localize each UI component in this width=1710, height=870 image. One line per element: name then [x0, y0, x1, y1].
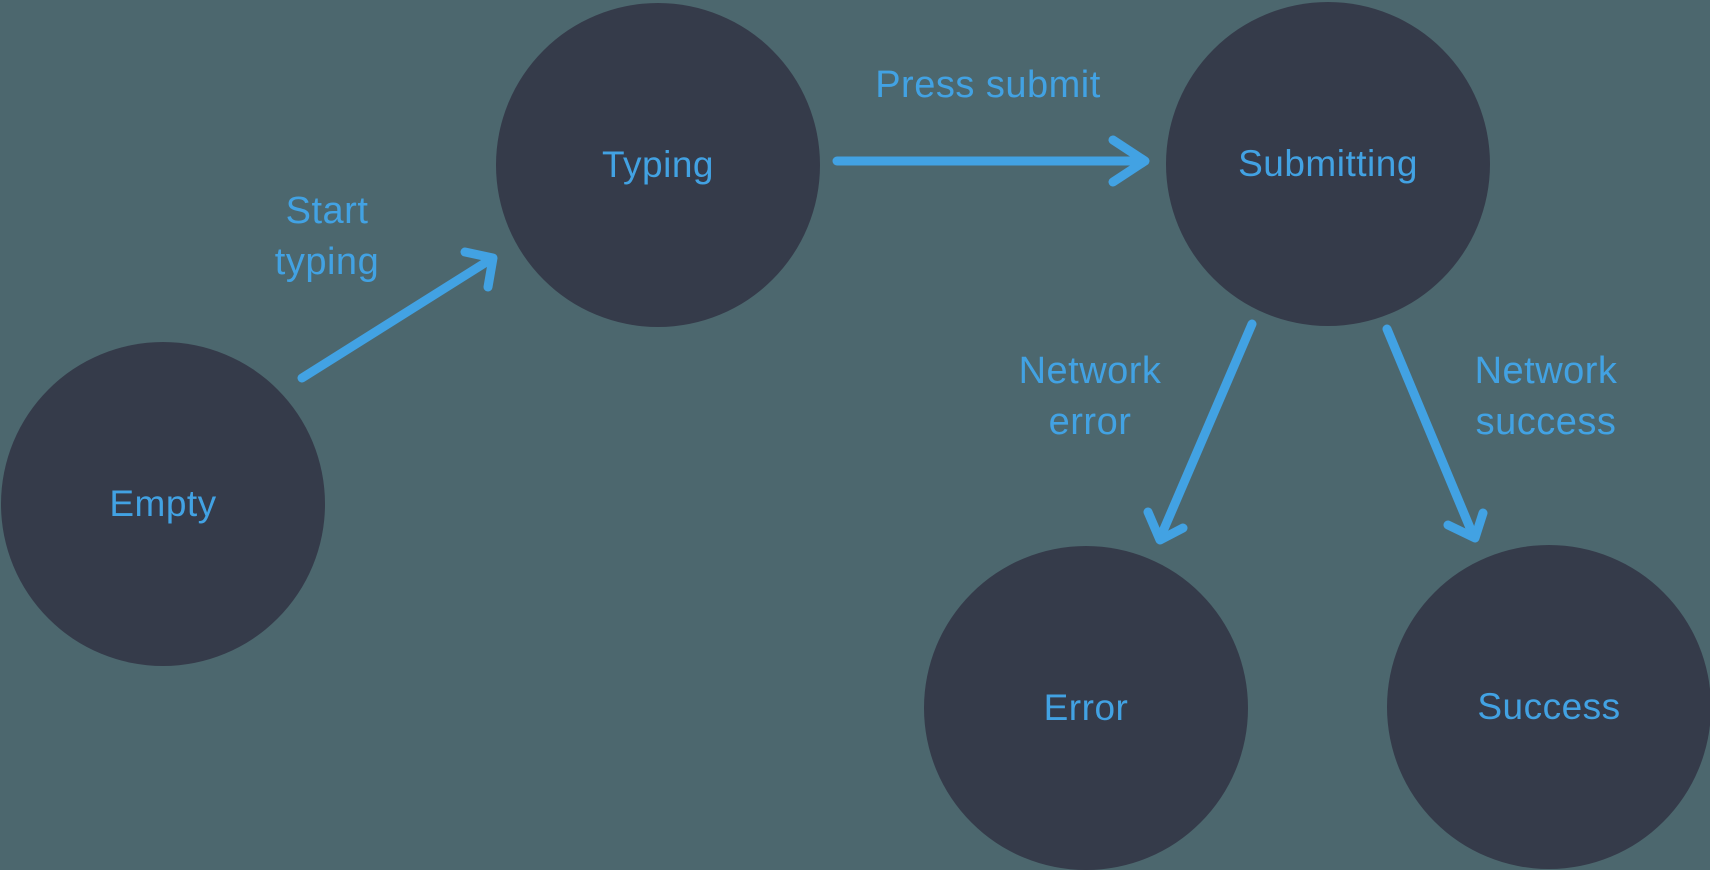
transition-label-start-typing: Start typing	[274, 190, 380, 283]
arrow-submitting-to-success	[1382, 324, 1488, 543]
state-node-error: Error	[924, 546, 1248, 870]
arrow-submitting-to-error	[1143, 319, 1257, 545]
state-node-empty: Empty	[1, 342, 325, 666]
state-node-success: Success	[1387, 545, 1710, 869]
arrowhead-icon	[1143, 507, 1188, 545]
arrowhead-icon	[460, 247, 498, 292]
transition-label-network-success: Network success	[1474, 350, 1618, 443]
state-node-typing: Typing	[496, 3, 820, 327]
transition-label-press-submit: Press submit	[875, 64, 1101, 106]
state-label-typing: Typing	[601, 144, 714, 185]
state-label-success: Success	[1477, 686, 1621, 727]
state-label-empty: Empty	[109, 483, 217, 524]
transition-label-network-error: Network error	[1018, 350, 1162, 443]
state-label-error: Error	[1043, 687, 1129, 728]
arrowhead-icon	[1443, 508, 1488, 543]
arrowhead-icon	[1108, 135, 1150, 187]
arrow-empty-to-typing	[297, 247, 498, 383]
state-label-submitting: Submitting	[1238, 143, 1418, 184]
state-node-submitting: Submitting	[1166, 2, 1490, 326]
arrow-typing-to-submitting	[832, 135, 1150, 187]
